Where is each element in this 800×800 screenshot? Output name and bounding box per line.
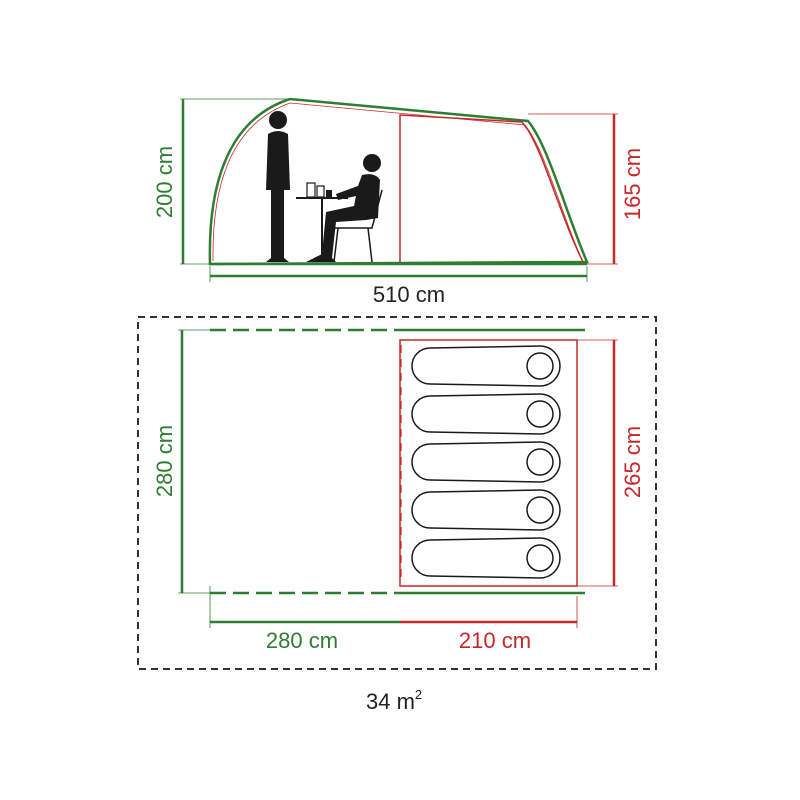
length-510-label: 510 cm (373, 282, 445, 307)
standing-person-icon (266, 111, 290, 262)
area-value: 34 m (366, 689, 415, 714)
width-265-label: 265 cm (620, 426, 645, 498)
sleeping-bag-icon (411, 441, 561, 483)
seated-person-icon (306, 154, 381, 262)
sleeping-bag-icon (411, 345, 561, 387)
side-view: 200 cm 165 cm 510 cm (152, 97, 645, 307)
tent-outer-outline (208, 97, 589, 266)
sleeping-bag-icon (411, 393, 561, 435)
area-border (137, 316, 657, 670)
sleeping-bag-icon (411, 537, 561, 579)
height-200-label: 200 cm (152, 146, 177, 218)
living-length-label: 280 cm (266, 628, 338, 653)
floor-plan: 280 cm 265 cm (137, 316, 657, 670)
area-label: 34 m2 (366, 687, 422, 714)
sleeping-bags (411, 345, 561, 579)
bedroom-outline (399, 114, 584, 263)
bedroom-length-label: 210 cm (459, 628, 531, 653)
sleeping-bag-icon (411, 489, 561, 531)
tent-inner-outline (212, 102, 583, 262)
width-280-label: 280 cm (152, 425, 177, 497)
height-165-label: 165 cm (620, 148, 645, 220)
bedroom-floor (399, 339, 578, 587)
area-superscript: 2 (415, 687, 422, 702)
